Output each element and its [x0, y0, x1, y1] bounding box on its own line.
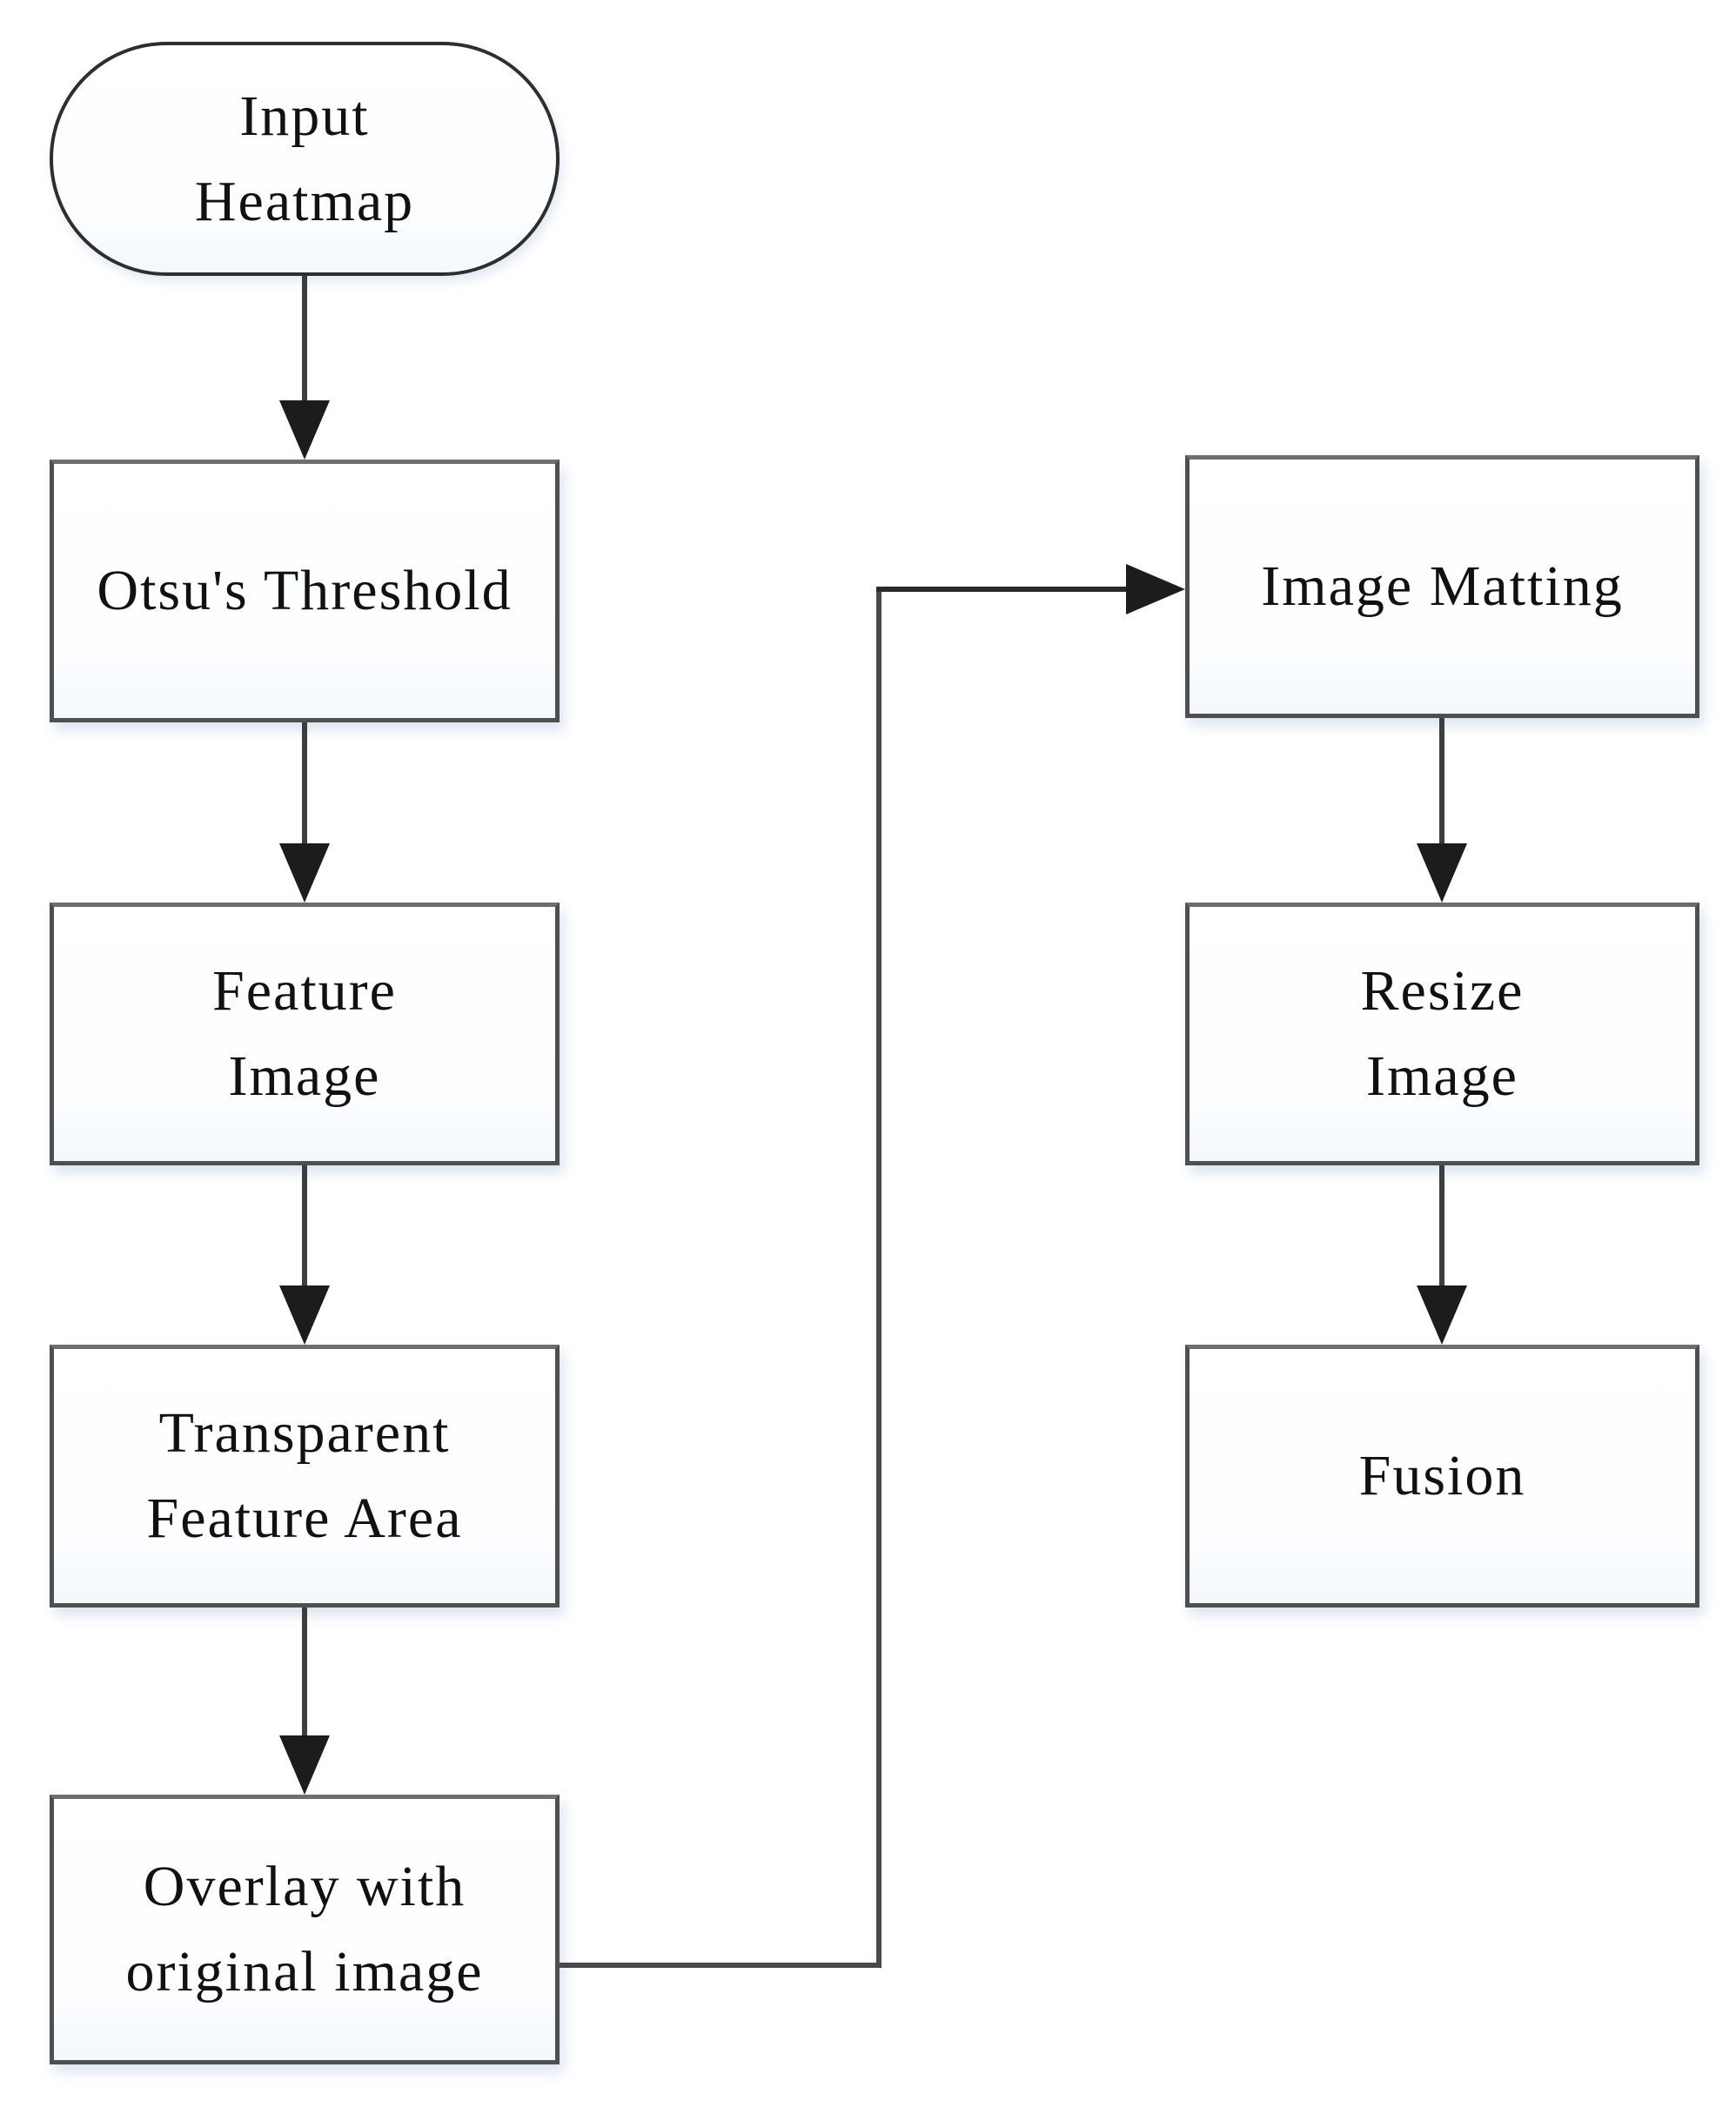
arrow-shaft-transparent-to-overlay	[302, 1608, 307, 1739]
node-label: Otsu's Threshold	[97, 559, 513, 623]
node-label: Feature	[212, 959, 397, 1024]
node-overlay-with-original-image: Overlay with original image	[50, 1795, 560, 2064]
node-transparent-feature-area: Transparent Feature Area	[50, 1345, 560, 1608]
node-label: Image	[228, 1044, 381, 1108]
arrow-shaft-matting-to-resize	[1439, 718, 1444, 847]
node-label: Heatmap	[194, 169, 415, 233]
node-label: original image	[125, 1940, 484, 2004]
node-input-heatmap: Input Heatmap	[50, 42, 560, 276]
arrow-shaft-feature-to-transparent	[302, 1165, 307, 1289]
node-label: Overlay with	[143, 1855, 466, 1919]
arrowhead-feature-to-transparent	[279, 1285, 330, 1345]
arrow-shaft-heatmap-to-otsu	[302, 276, 307, 406]
arrowhead-resize-to-fusion	[1417, 1285, 1467, 1345]
arrowhead-transparent-to-overlay	[279, 1735, 330, 1795]
node-image-matting: Image Matting	[1185, 455, 1699, 718]
node-feature-image: Feature Image	[50, 903, 560, 1165]
arrowhead-otsu-to-feature	[279, 843, 330, 903]
node-label: Resize	[1360, 959, 1525, 1024]
node-resize-image: Resize Image	[1185, 903, 1699, 1165]
arrowhead-heatmap-to-otsu	[279, 400, 330, 460]
arrow-shaft-resize-to-fusion	[1439, 1165, 1444, 1289]
node-label: Input	[239, 84, 370, 148]
connector-overlay-vertical-segment	[876, 587, 881, 1968]
connector-overlay-top-segment	[876, 587, 1129, 592]
node-label: Fusion	[1358, 1444, 1526, 1508]
node-otsus-threshold: Otsu's Threshold	[50, 460, 560, 722]
node-label: Image Matting	[1261, 554, 1624, 619]
node-label: Feature Area	[146, 1487, 463, 1550]
node-label: Transparent	[158, 1401, 451, 1466]
arrow-shaft-otsu-to-feature	[302, 722, 307, 849]
node-label: Image	[1366, 1044, 1518, 1108]
arrowhead-matting-to-resize	[1417, 843, 1467, 903]
arrowhead-overlay-to-matting	[1126, 564, 1185, 614]
connector-overlay-bottom-segment	[560, 1963, 881, 1968]
node-fusion: Fusion	[1185, 1345, 1699, 1608]
